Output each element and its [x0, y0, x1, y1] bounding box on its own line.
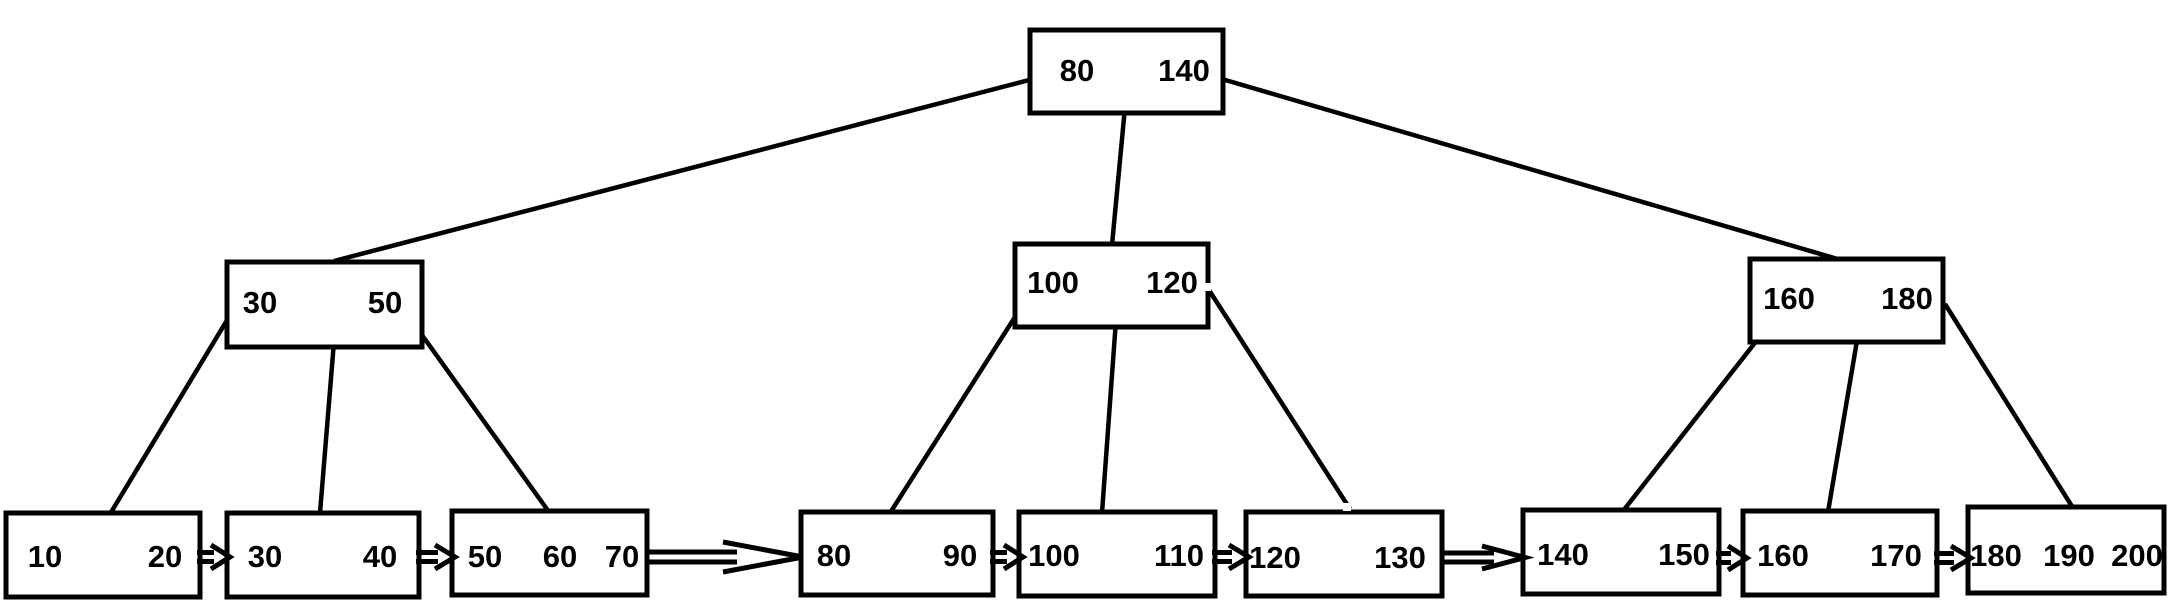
tree-edge [402, 308, 551, 514]
node-key: 10 [28, 539, 62, 574]
leaf-node-box [1965, 504, 2167, 596]
node-key: 50 [468, 539, 502, 574]
node-key: 120 [1146, 265, 1198, 300]
node-key: 180 [1970, 538, 2022, 573]
node-key: 170 [1870, 538, 1922, 573]
leaf-node-9: 180 190 200 [1965, 504, 2167, 596]
internal-node-1: 30 50 [224, 259, 425, 350]
node-key: 150 [1658, 537, 1710, 572]
tree-edge [1205, 285, 1352, 511]
internal-node-3: 160 180 [1747, 256, 1946, 345]
leaf-node-1: 10 20 [3, 510, 203, 600]
arrow-head [1227, 542, 1254, 572]
node-key: 180 [1881, 281, 1933, 316]
node-key: 90 [943, 538, 977, 573]
leaf-node-4: 80 90 [798, 509, 996, 598]
internal-node-2: 100 120 [1012, 241, 1211, 330]
node-key: 200 [2111, 538, 2163, 573]
root-node: 80 140 [1027, 27, 1226, 116]
node-key: 60 [543, 539, 577, 574]
leaf-link-arrow [416, 542, 460, 572]
leaf-node-box [1243, 509, 1445, 599]
arrow-head [722, 539, 804, 575]
tree-edge [1214, 74, 1842, 263]
leaf-node-7: 140 150 [1520, 507, 1722, 597]
node-key: 190 [2043, 538, 2095, 573]
leaf-node-6: 120 130 [1243, 509, 1445, 599]
leaf-node-5: 100 110 [1016, 509, 1218, 599]
node-key: 100 [1028, 538, 1080, 573]
internal-node-box [224, 259, 425, 350]
arrow-head [1002, 542, 1028, 572]
arrow-head [1949, 543, 1976, 573]
leaf-node-8: 160 170 [1740, 508, 1940, 598]
node-key: 130 [1374, 540, 1426, 575]
node-key: 100 [1027, 265, 1079, 300]
node-key: 80 [1060, 53, 1094, 88]
tree-edge [317, 316, 339, 514]
tree-edge [888, 304, 1024, 515]
node-key: 160 [1757, 538, 1809, 573]
arrow-head [433, 542, 460, 572]
internal-node-box [1747, 256, 1946, 345]
leaf-link-arrow [645, 539, 804, 575]
node-key: 70 [605, 539, 639, 574]
node-key: 30 [248, 539, 282, 574]
leaf-link-arrow [1212, 542, 1254, 572]
tree-edge [1943, 302, 2075, 510]
node-key: 30 [243, 285, 277, 320]
leaf-link-arrow [1440, 543, 1535, 572]
tree-edge [1825, 316, 1864, 513]
arrow-head [209, 542, 235, 572]
leaf-link-arrow [990, 542, 1028, 572]
leaf-link-arrow [1934, 543, 1976, 573]
leaf-node-2: 30 40 [224, 510, 422, 600]
tree-edge [108, 300, 240, 516]
node-key: 120 [1249, 540, 1301, 575]
connector-handle [1203, 283, 1211, 291]
root-node-box [1027, 27, 1226, 116]
leaf-node-box [1520, 507, 1722, 597]
leaf-node-box [1016, 509, 1218, 599]
node-key: 50 [368, 285, 402, 320]
node-key: 140 [1537, 537, 1589, 572]
node-key: 20 [148, 539, 182, 574]
internal-node-box [1012, 241, 1211, 330]
node-key: 140 [1158, 53, 1210, 88]
node-key: 40 [363, 539, 397, 574]
arrow-head [1481, 543, 1535, 572]
node-key: 160 [1763, 281, 1815, 316]
leaf-link-arrow [1716, 543, 1752, 573]
leaf-link-arrow [197, 542, 235, 572]
tree-edge [1099, 305, 1120, 514]
tree-edges [108, 70, 2075, 516]
tree-edge [1621, 314, 1778, 513]
node-key: 80 [817, 538, 851, 573]
leaf-node-box [3, 510, 203, 600]
connector-handle [1343, 503, 1351, 511]
tree-edge [333, 70, 1057, 264]
leaf-node-3: 50 60 70 [449, 508, 650, 598]
arrow-head [1726, 543, 1752, 573]
node-key: 110 [1154, 538, 1204, 573]
